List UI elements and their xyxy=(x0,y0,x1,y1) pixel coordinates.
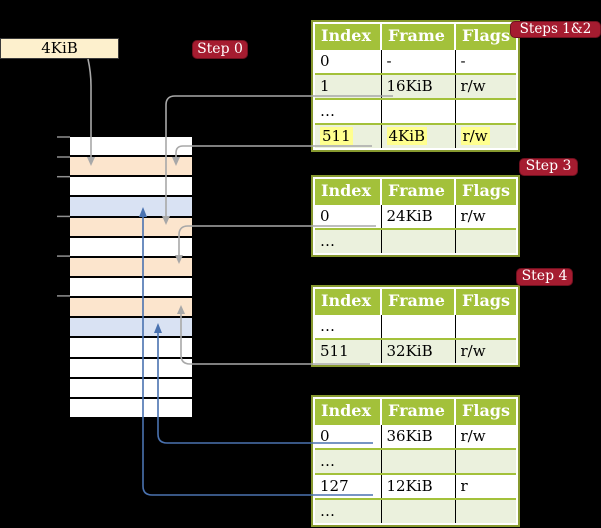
table-cell: 1 xyxy=(315,73,381,99)
table-cell: r/w xyxy=(454,73,516,99)
table-cell: r/w xyxy=(454,338,516,363)
column-header-index: Index xyxy=(315,179,381,204)
table-cell xyxy=(454,98,516,124)
memory-frame-row-peach xyxy=(70,217,192,236)
table-header-row: Index Frame Flags xyxy=(315,289,516,314)
table-cell: r/w xyxy=(454,423,516,449)
page-table-4: Index Frame Flags 0 36KiB r/w … 127 xyxy=(311,395,520,527)
memory-frame-row-white xyxy=(70,137,192,156)
memory-frame-row-peach xyxy=(70,257,192,276)
table-cell: 24KiB xyxy=(380,203,455,229)
table-row: 0 24KiB r/w xyxy=(315,203,516,229)
table-row: … xyxy=(315,448,516,474)
table-cell: 0 xyxy=(315,423,381,449)
table-cell: … xyxy=(315,313,381,339)
table-row: 127 12KiB r xyxy=(315,473,516,499)
column-header-flags: Flags xyxy=(454,24,516,49)
highlighted-value: r/w xyxy=(460,127,490,145)
memory-frame-row-white xyxy=(70,177,192,196)
page-table-2: Index Frame Flags 0 24KiB r/w … xyxy=(311,175,520,257)
table-header-row: Index Frame Flags xyxy=(315,399,516,424)
memory-frame-row-blue xyxy=(70,197,192,216)
table-cell: 12KiB xyxy=(380,473,455,499)
memory-frame-row-white xyxy=(70,237,192,256)
table-cell xyxy=(380,313,455,339)
steps-1-2-badge: Steps 1&2 xyxy=(510,21,601,38)
table-cell: 36KiB xyxy=(380,423,455,449)
memory-frame-row-white xyxy=(70,277,192,297)
table-cell: 0 xyxy=(315,48,381,74)
step-0-badge: Step 0 xyxy=(192,40,248,59)
table-header-row: Index Frame Flags xyxy=(315,24,516,49)
column-header-frame: Frame xyxy=(380,179,455,204)
memory-frame-row-white xyxy=(70,358,192,377)
memory-frame-row-white xyxy=(70,338,192,357)
table-cell xyxy=(380,228,455,253)
column-header-index: Index xyxy=(315,24,381,49)
table-cell: r/w xyxy=(454,203,516,229)
table-cell: 511 xyxy=(315,338,381,363)
table-cell: 0 xyxy=(315,203,381,229)
memory-frame-row-white xyxy=(70,378,192,397)
memory-frame-row-blue xyxy=(70,318,192,337)
table-cell: 511 xyxy=(315,123,381,148)
table-cell xyxy=(454,448,516,474)
table-row: 511 32KiB r/w xyxy=(315,338,516,363)
memory-frame-row-peach xyxy=(70,157,192,176)
column-header-frame: Frame xyxy=(380,24,455,49)
table-cell: … xyxy=(315,228,381,253)
step-3-badge: Step 3 xyxy=(519,158,578,176)
table-cell: - xyxy=(454,48,516,74)
table-cell xyxy=(380,498,455,523)
memory-frame-row-peach xyxy=(70,298,192,317)
table-cell: 32KiB xyxy=(380,338,455,363)
column-header-flags: Flags xyxy=(454,399,516,424)
memory-frame-row-white xyxy=(70,398,192,417)
table-cell: … xyxy=(315,448,381,474)
table-cell xyxy=(380,98,455,124)
table-cell: 127 xyxy=(315,473,381,499)
highlighted-value: 511 xyxy=(320,127,353,145)
column-header-flags: Flags xyxy=(454,289,516,314)
table-row: 0 - - xyxy=(315,48,516,74)
table-cell: … xyxy=(315,98,381,124)
page-table-3: Index Frame Flags … 511 32KiB r/w xyxy=(311,285,520,367)
table-row: 0 36KiB r/w xyxy=(315,423,516,449)
page-table-1: Index Frame Flags 0 - - 1 16KiB r/w … xyxy=(311,20,520,152)
column-header-frame: Frame xyxy=(380,289,455,314)
frame-size-label: 4KiB xyxy=(0,38,119,59)
physical-memory-column xyxy=(69,136,193,418)
table-cell xyxy=(454,498,516,523)
table-cell: - xyxy=(380,48,455,74)
table-cell xyxy=(454,228,516,253)
table-cell xyxy=(454,313,516,339)
column-header-frame: Frame xyxy=(380,399,455,424)
table-row: … xyxy=(315,228,516,253)
table-cell: … xyxy=(315,498,381,523)
table-cell xyxy=(380,448,455,474)
table-cell: r xyxy=(454,473,516,499)
table-cell: 16KiB xyxy=(380,73,455,99)
table-row: … xyxy=(315,98,516,124)
table-row-highlighted: 511 4KiB r/w xyxy=(315,123,516,148)
step-4-badge: Step 4 xyxy=(516,268,573,286)
table-row: … xyxy=(315,313,516,339)
table-header-row: Index Frame Flags xyxy=(315,179,516,204)
table-cell: 4KiB xyxy=(380,123,455,148)
table-cell: r/w xyxy=(454,123,516,148)
highlighted-value: 4KiB xyxy=(386,127,428,145)
column-header-flags: Flags xyxy=(454,179,516,204)
table-row: 1 16KiB r/w xyxy=(315,73,516,99)
table-row: … xyxy=(315,498,516,523)
column-header-index: Index xyxy=(315,399,381,424)
column-header-index: Index xyxy=(315,289,381,314)
